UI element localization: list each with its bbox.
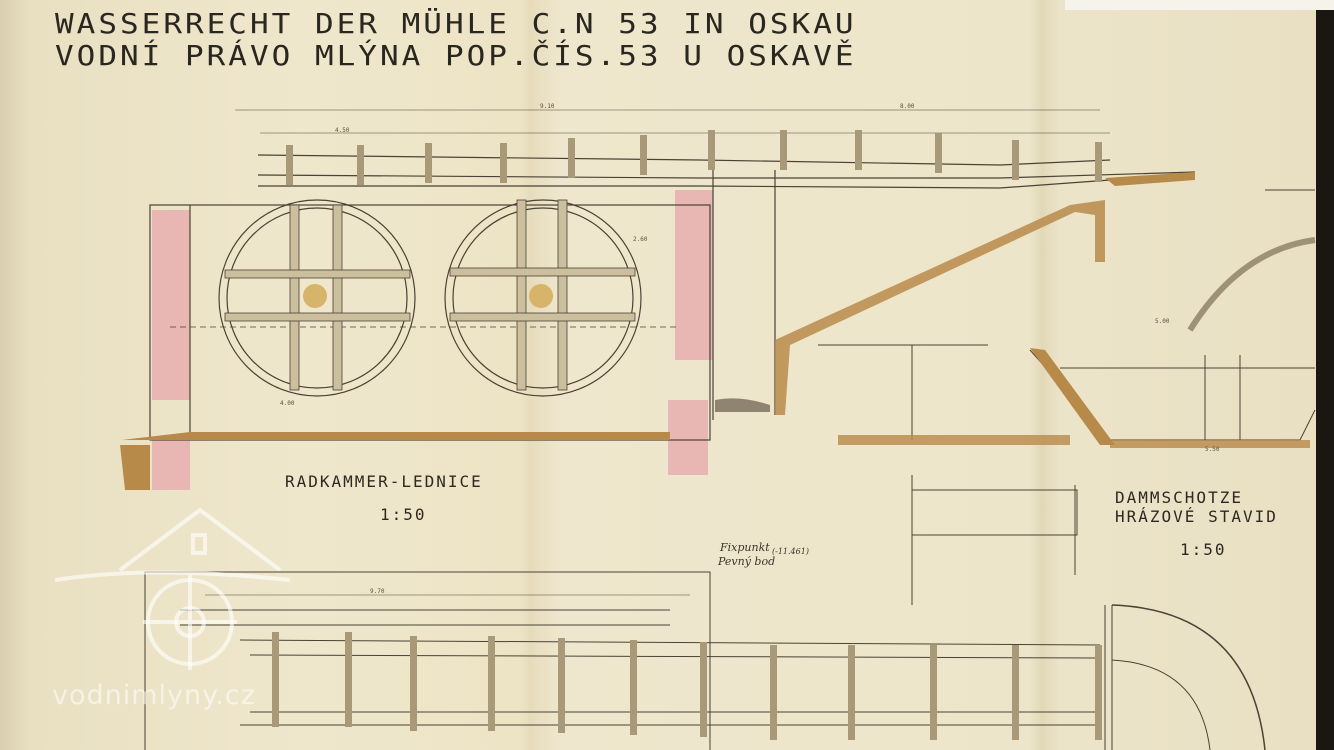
dim-wheel-left: 4.00: [280, 400, 295, 407]
watermark-text: vodnimlyny.cz: [52, 680, 256, 711]
wheel-hub: [303, 284, 327, 308]
plan-view: [144, 571, 1266, 750]
dim-dam-width: 5.00: [1155, 318, 1170, 325]
dim-top-right: 8.00: [900, 103, 915, 110]
watermark-logo: [54, 507, 291, 670]
title-german: WASSERRECHT DER MÜHLE C.N 53 IN OSKAU: [55, 7, 857, 41]
upper-beam: [257, 154, 1111, 166]
dam-gate-scale: 1:50: [1180, 540, 1227, 559]
fixpoint-label-de: Fixpunkt: [720, 541, 770, 554]
fixpoint-label-cz: Pevný bod: [718, 555, 776, 568]
title-czech: VODNÍ PRÁVO MLÝNA POP.ČÍS.53 U OSKAVĚ: [55, 39, 857, 73]
background-strip: [1065, 0, 1334, 10]
plan-posts: [272, 632, 1102, 740]
upper-beam-lower: [258, 179, 1111, 189]
wheel-chamber-scale: 1:50: [380, 505, 427, 524]
dam-gate-label-de: DAMMSCHOTZE: [1115, 488, 1243, 507]
posts: [286, 130, 1102, 185]
embankment: [715, 172, 1195, 415]
dim-height: 2.60: [633, 236, 648, 243]
wheel-chamber-label: RADKAMMER-LEDNICE: [285, 472, 483, 491]
dam-gate-label-cz: HRÁZOVÉ STAVID: [1115, 507, 1278, 526]
wheel-chamber: [120, 170, 776, 490]
dim-dam-base: 5.50: [1205, 446, 1220, 453]
dim-top-span: 9.10: [540, 103, 555, 110]
wheel-hub: [529, 284, 553, 308]
fixpoint-value: (-11.461): [772, 547, 809, 556]
dim-bottom-span: 9.70: [370, 588, 385, 595]
dim-top-left: 4.50: [335, 127, 350, 134]
